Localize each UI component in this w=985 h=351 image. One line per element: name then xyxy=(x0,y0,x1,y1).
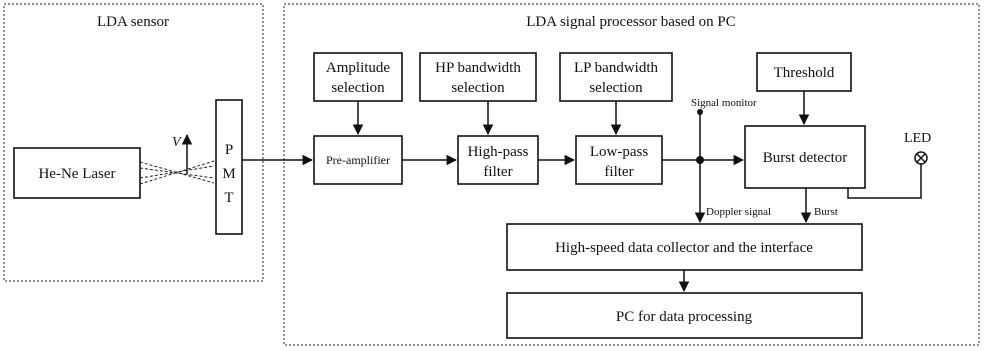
threshold-label: Threshold xyxy=(774,65,835,81)
signal-monitor-point xyxy=(697,109,703,115)
hp-bandwidth-label-line2: selection xyxy=(451,80,505,96)
laser-beam-1 xyxy=(139,161,215,184)
pre-amplifier-label: Pre-amplifier xyxy=(326,153,390,167)
pre-amplifier-box xyxy=(313,135,403,185)
lda-processor-title: LDA signal processor based on PC xyxy=(526,14,736,30)
lda-processor-frame xyxy=(283,3,980,346)
low-pass-filter-label-line2: filter xyxy=(604,164,633,180)
led-icon xyxy=(914,151,928,165)
pc-box xyxy=(506,292,863,339)
velocity-label: V xyxy=(172,135,182,150)
high-pass-filter-label-line2: filter xyxy=(483,164,512,180)
lp-bandwidth-label-line2: selection xyxy=(589,80,643,96)
amplitude-selection-label-line1: Amplitude xyxy=(326,60,391,76)
high-pass-filter-box xyxy=(457,135,539,185)
led-label: LED xyxy=(904,131,931,146)
pmt-letter-m: M xyxy=(222,166,235,182)
laser-beam-4 xyxy=(139,165,215,179)
lda-sensor-title: LDA sensor xyxy=(97,14,169,30)
burst-label: Burst xyxy=(814,206,838,218)
pmt-box xyxy=(215,99,243,235)
pmt-letter-t: T xyxy=(224,190,233,206)
led-connection-line xyxy=(847,164,922,199)
burst-detector-box xyxy=(744,125,866,189)
lda-sensor-frame xyxy=(3,3,264,282)
low-pass-filter-box xyxy=(575,135,663,185)
burst-detector-label: Burst detector xyxy=(763,150,848,166)
he-ne-laser-box xyxy=(13,147,141,199)
signal-monitor-label: Signal monitor xyxy=(691,97,757,109)
amplitude-selection-label-line2: selection xyxy=(331,80,385,96)
doppler-signal-label: Doppler signal xyxy=(706,206,771,218)
lp-bandwidth-label-line1: LP bandwidth xyxy=(574,60,659,76)
laser-beam-2 xyxy=(139,160,215,185)
pmt-letter-p: P xyxy=(225,142,233,158)
high-pass-filter-label-line1: High-pass xyxy=(468,144,529,160)
hp-bandwidth-selection-box xyxy=(419,52,537,102)
hp-bandwidth-label-line1: HP bandwidth xyxy=(435,60,521,76)
data-collector-label: High-speed data collector and the interf… xyxy=(555,240,813,256)
laser-beam-3 xyxy=(139,167,215,179)
pc-label: PC for data processing xyxy=(616,309,753,325)
low-pass-filter-label-line1: Low-pass xyxy=(590,144,648,160)
he-ne-laser-label: He-Ne Laser xyxy=(38,166,115,182)
